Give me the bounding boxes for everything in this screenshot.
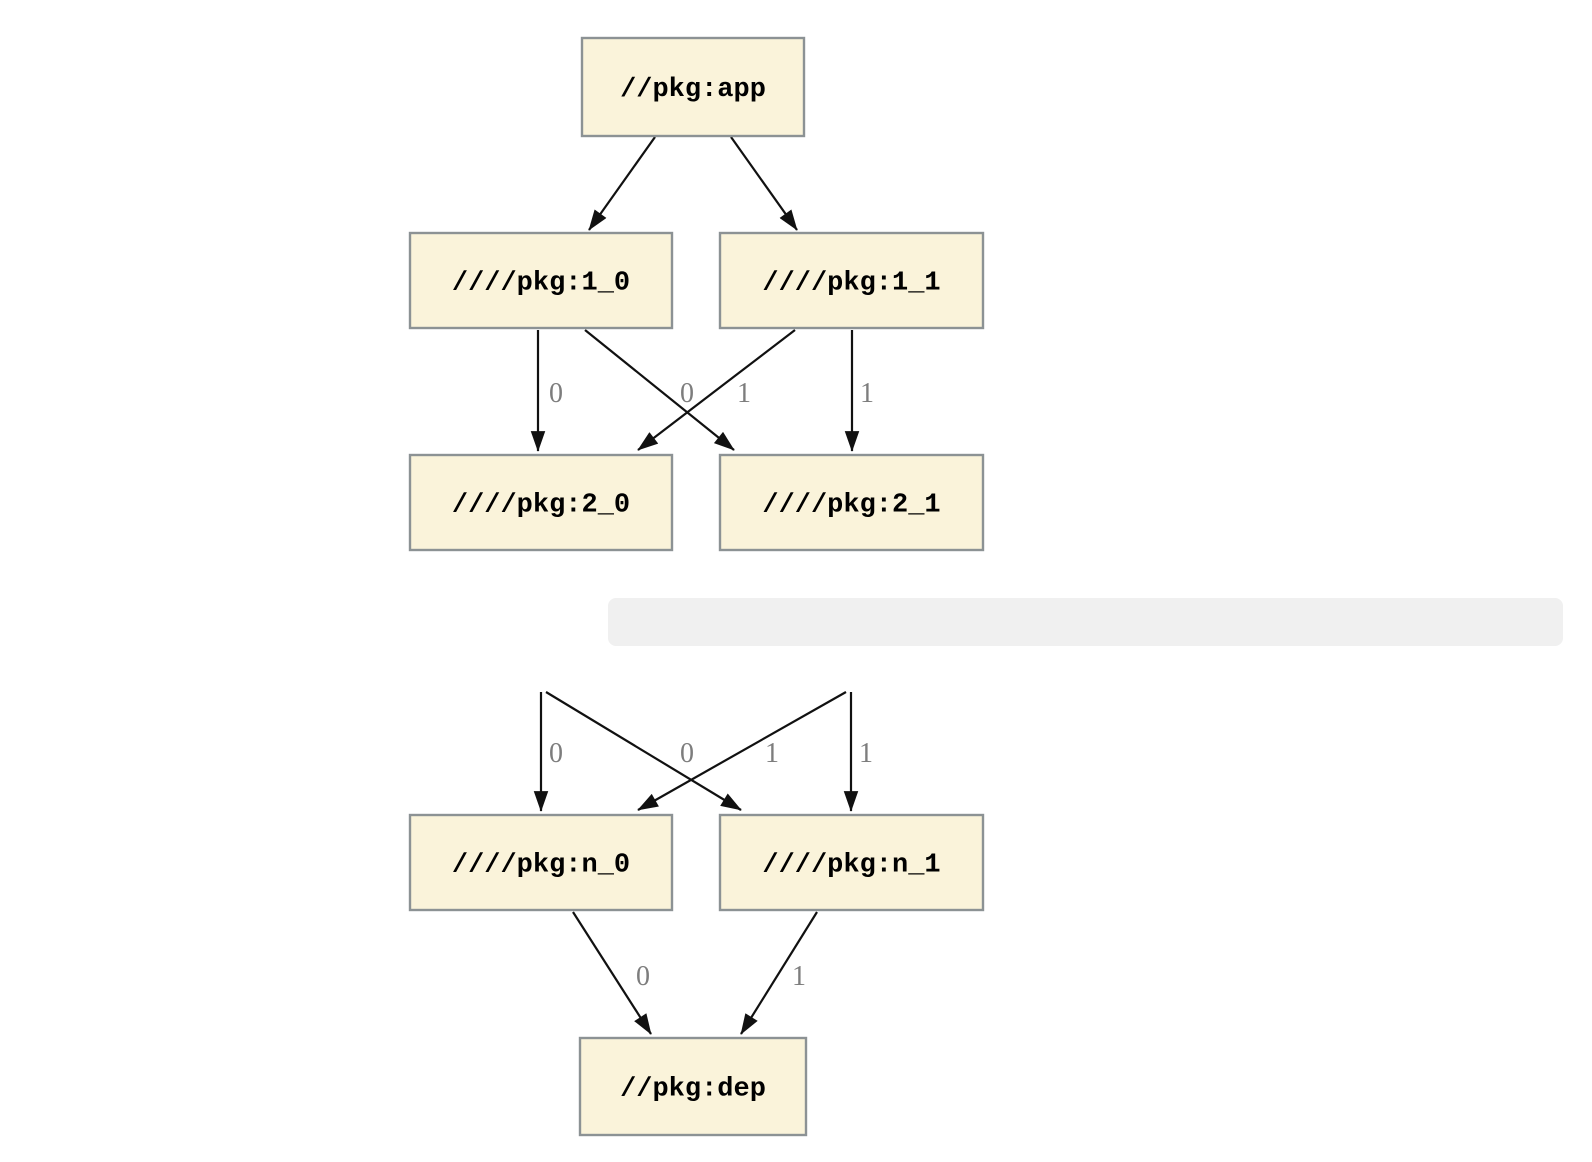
edge-label-ln_1-to-dep: 1 — [792, 961, 806, 992]
edge-ellipsis-right-to-ln_0 — [637, 691, 847, 811]
edge-l1_0-to-l2_1 — [584, 329, 735, 451]
edge-label-ln_0-to-dep: 0 — [636, 961, 650, 992]
node-label-dep: //pkg:dep — [620, 1075, 766, 1105]
node-label-l1_1: ////pkg:1_1 — [762, 269, 940, 299]
edge-ellipsis-left-to-ln_1 — [545, 691, 742, 811]
node-l1_1: ////pkg:1_1 — [718, 231, 985, 330]
node-label-l2_0: ////pkg:2_0 — [452, 491, 630, 521]
edge-label-l1_1-to-l2_0: 0 — [680, 378, 694, 409]
edge-l1_1-to-l2_0 — [637, 329, 796, 451]
edge-labels-layer: 0 1 0 1 0 1 0 1 0 1 — [549, 378, 874, 992]
node-box-l1_1 — [718, 231, 985, 330]
edge-ln_1-to-dep — [740, 911, 818, 1035]
node-box-ln_0 — [408, 813, 674, 912]
node-label-ln_1: ////pkg:n_1 — [762, 851, 940, 881]
node-label-ln_0: ////pkg:n_0 — [452, 851, 630, 881]
node-ln_1: ////pkg:n_1 — [718, 813, 985, 912]
node-app: //pkg:app — [580, 36, 806, 138]
edge-label-l1_0-to-l2_1: 1 — [737, 378, 751, 409]
edges-layer — [530, 136, 860, 1035]
nodes-layer: //pkg:app ////pkg:1_0 ////pkg:1_1 ////pkg:2… — [408, 36, 985, 1137]
node-box-l2_1 — [718, 453, 985, 552]
node-label-l2_1: ////pkg:2_1 — [762, 491, 940, 521]
edge-app-to-l1_0 — [588, 136, 656, 231]
edge-label-ellipsis-right-to-ln_1: 1 — [859, 738, 873, 769]
node-box-dep — [578, 1036, 808, 1137]
ellipsis-code-block: . . . — [608, 598, 1563, 646]
edge-ln_0-to-dep — [572, 911, 652, 1035]
node-box-l1_0 — [408, 231, 674, 330]
node-l1_0: ////pkg:1_0 — [408, 231, 674, 330]
edge-label-ellipsis-left-to-ln_1: 1 — [765, 738, 779, 769]
edge-app-to-l1_1 — [730, 136, 798, 231]
edge-label-ellipsis-right-to-ln_0: 0 — [680, 738, 694, 769]
edge-label-l1_1-to-l2_1: 1 — [860, 378, 874, 409]
node-box-app — [580, 36, 806, 138]
edge-label-l1_0-to-l2_0: 0 — [549, 378, 563, 409]
edge-label-ellipsis-left-to-ln_0: 0 — [549, 738, 563, 769]
node-dep: //pkg:dep — [578, 1036, 808, 1137]
node-box-l2_0 — [408, 453, 674, 552]
node-box-ln_1 — [718, 813, 985, 912]
node-ln_0: ////pkg:n_0 — [408, 813, 674, 912]
node-l2_0: ////pkg:2_0 — [408, 453, 674, 552]
node-label-l1_0: ////pkg:1_0 — [452, 269, 630, 299]
node-l2_1: ////pkg:2_1 — [718, 453, 985, 552]
node-label-app: //pkg:app — [620, 75, 766, 105]
